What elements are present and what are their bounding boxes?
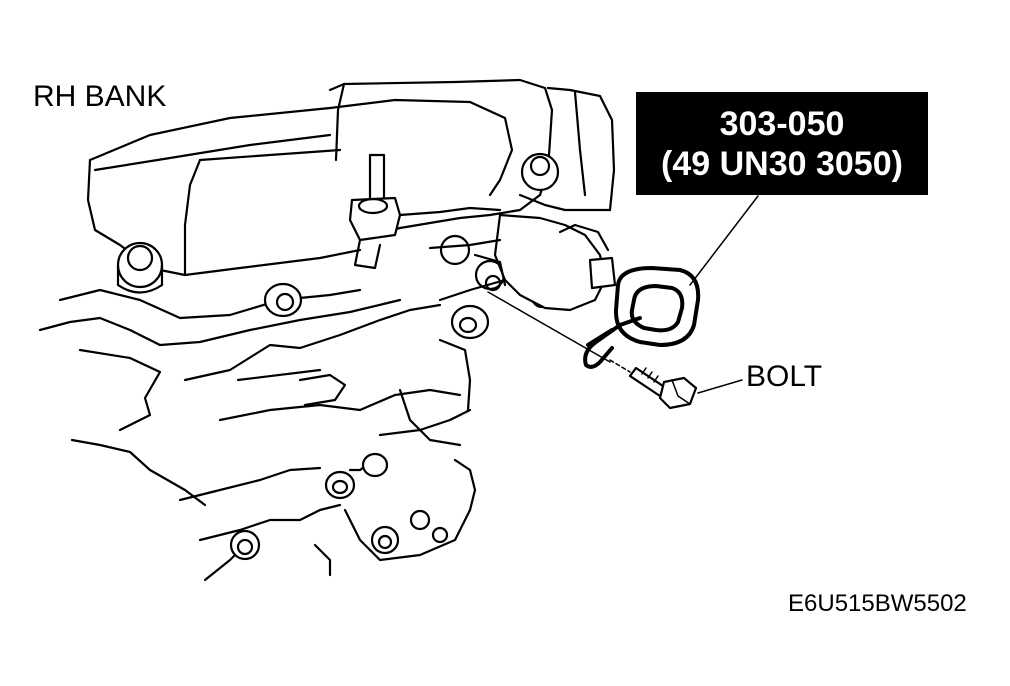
tool-number-box: 303-050 (49 UN30 3050) <box>636 92 928 195</box>
leader-lines <box>487 195 759 394</box>
bolt <box>628 366 698 410</box>
figure-id: E6U515BW5502 <box>788 590 967 617</box>
cylinder-head <box>38 288 477 582</box>
tool-number: 303-050 <box>719 105 845 143</box>
stud-bracket <box>348 153 502 270</box>
pump-bracket <box>428 213 617 312</box>
intake-manifold <box>86 78 616 277</box>
bolt-label: BOLT <box>746 360 823 393</box>
tool-alt-number: (49 UN30 3050) <box>661 145 903 183</box>
rh-bank-label: RH BANK <box>33 80 167 113</box>
special-tool-303-050 <box>583 266 701 369</box>
